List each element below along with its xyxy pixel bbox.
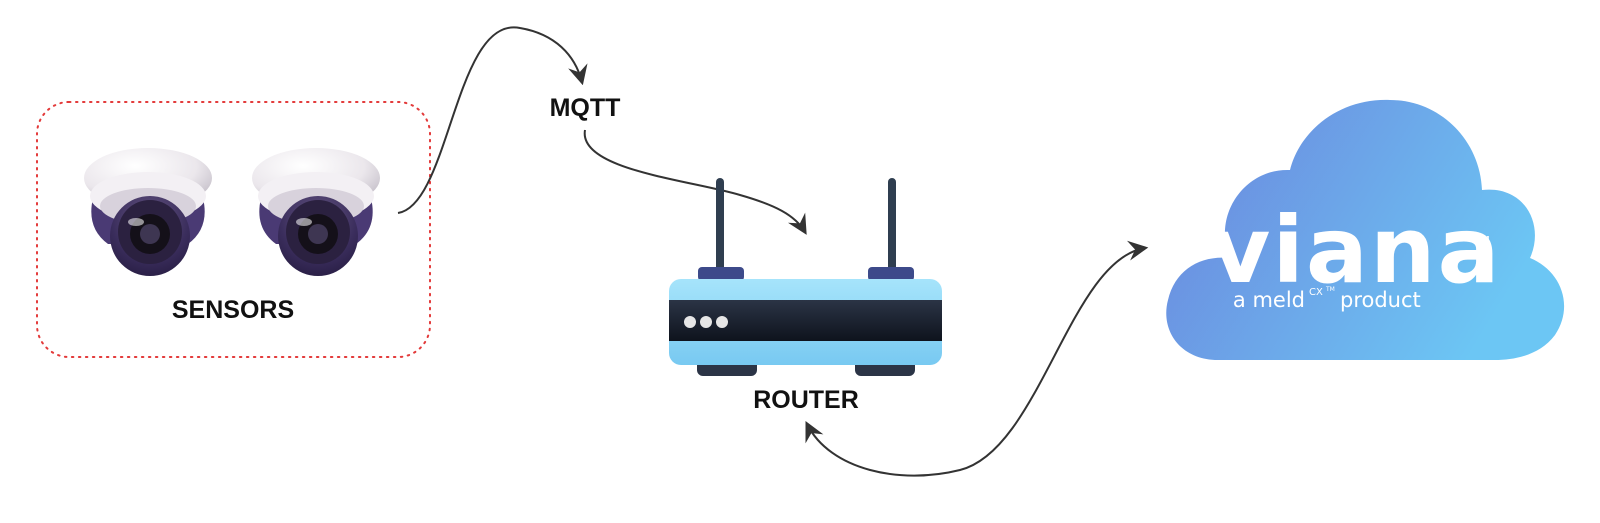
mqtt-label: MQTT <box>550 94 621 122</box>
logo-wordmark: viana <box>1210 197 1501 304</box>
dome-camera-icon <box>252 148 380 276</box>
dome-camera-icon <box>84 148 212 276</box>
arrow-router-cloud-bidirectional <box>805 240 1149 477</box>
sensors-group-box <box>36 101 431 358</box>
logo-tagline-suffix: product <box>1340 288 1421 312</box>
logo-trademark: TM <box>1474 235 1490 246</box>
logo-tagline-prefix: a meld <box>1233 288 1305 312</box>
logo-tagline-cx-tm: TM <box>1325 286 1335 293</box>
arrow-sensors-to-mqtt <box>397 26 588 214</box>
router-icon <box>669 178 942 376</box>
sensors-label: SENSORS <box>172 296 294 324</box>
viana-logo: viana TM a meld CX TM product <box>1210 197 1501 312</box>
router-label: ROUTER <box>753 386 859 414</box>
logo-tagline-cx: CX <box>1309 287 1323 298</box>
cloud-icon <box>1166 99 1565 360</box>
arrow-mqtt-to-router <box>583 129 807 235</box>
